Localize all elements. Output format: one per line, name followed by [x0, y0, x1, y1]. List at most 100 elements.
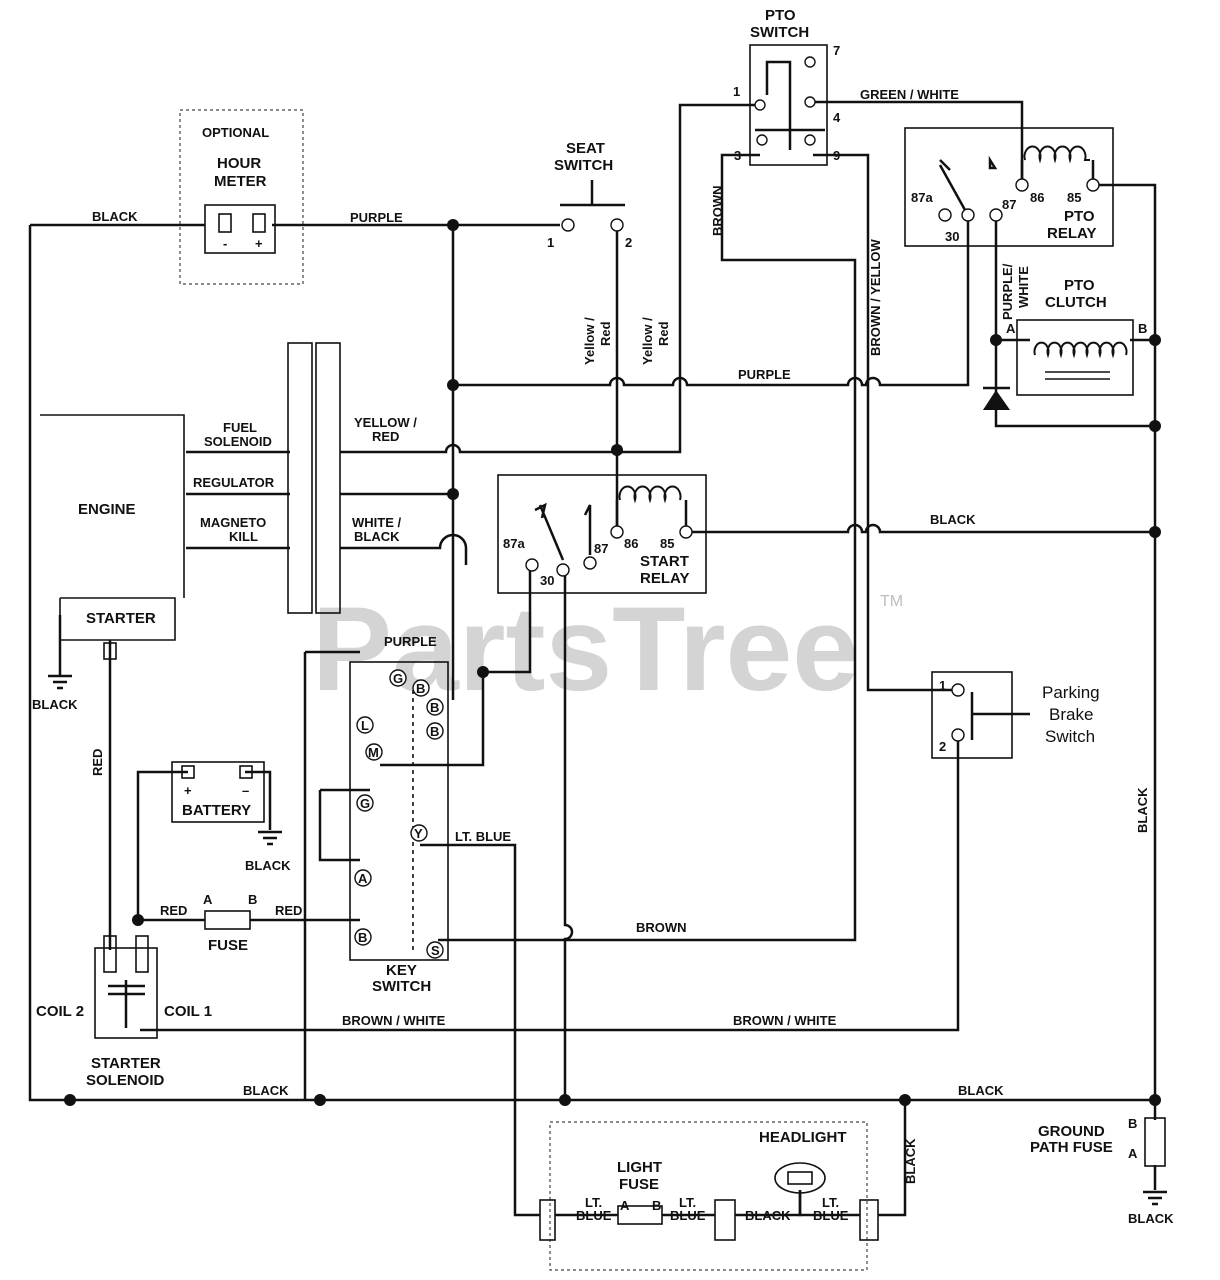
magneto-label: MAGNETO — [200, 515, 266, 530]
pto-relay: 87a 30 87 86 85 PTO RELAY — [904, 127, 1114, 247]
hour-meter-minus: - — [223, 236, 227, 251]
wire-black-top: BLACK — [92, 209, 138, 224]
ground-fuse-b: B — [1128, 1116, 1137, 1131]
key-letter-a: A — [358, 871, 368, 886]
wire-brown-white-2: BROWN / WHITE — [733, 1013, 837, 1028]
start-relay-87: 87 — [594, 541, 608, 556]
pto-clutch: PTO CLUTCH A B — [983, 277, 1147, 410]
wire-lt-blue-3a: LT. — [822, 1195, 839, 1210]
hour-meter: OPTIONAL HOUR METER - + — [179, 109, 304, 285]
wire-red-fuse-a: RED — [160, 903, 187, 918]
pto-switch: PTO SWITCH 7 1 4 3 9 — [733, 7, 841, 166]
wire-yellow-red-2b: Red — [656, 321, 671, 346]
key-switch-title2: SWITCH — [372, 978, 431, 995]
junctions — [64, 219, 1161, 1106]
wire-black-headlight: BLACK — [903, 1138, 918, 1184]
key-letter-b1: B — [416, 681, 425, 696]
wire-yellow-red-2: Yellow / — [640, 317, 655, 365]
wire-red-starter: RED — [90, 749, 105, 776]
wire-black-bottom-1: BLACK — [243, 1083, 289, 1098]
ground-fuse-a: A — [1128, 1146, 1138, 1161]
light-fuse-a: A — [620, 1198, 630, 1213]
starter-solenoid-title2: SOLENOID — [86, 1072, 165, 1089]
wire-purple-mid: PURPLE — [738, 367, 791, 382]
headlight-circuit: HEADLIGHT LIGHT FUSE A B — [539, 1121, 879, 1271]
start-relay-86: 86 — [624, 536, 638, 551]
wire-black-light: BLACK — [745, 1208, 791, 1223]
pto-pin-1: 1 — [733, 84, 740, 99]
fuse-a: A — [203, 892, 213, 907]
key-switch: G B B L B M G Y A B S KEY SWITCH — [349, 661, 449, 995]
pto-relay-title: PTO — [1064, 208, 1095, 225]
ground-fuse-title2: PATH FUSE — [1030, 1139, 1113, 1156]
wire-black-right: BLACK — [1135, 787, 1150, 833]
wire-lt-blue-3b: BLUE — [813, 1208, 849, 1223]
wire-purple-white2: WHITE — [1016, 266, 1031, 308]
wire-black-bottom-2: BLACK — [958, 1083, 1004, 1098]
wire-black-relay: BLACK — [930, 512, 976, 527]
engine-connector — [287, 342, 341, 614]
wire-lt-blue-2a: LT. — [679, 1195, 696, 1210]
pto-relay-30: 30 — [945, 229, 959, 244]
key-letter-m: M — [368, 745, 379, 760]
key-letter-y: Y — [414, 826, 423, 841]
start-relay: 87a 30 87 86 85 START RELAY — [497, 474, 707, 594]
wire-yellow-red-1b: Red — [598, 321, 613, 346]
key-letter-s: S — [431, 943, 440, 958]
pto-pin-9: 9 — [833, 148, 840, 163]
seat-switch-title2: SWITCH — [554, 157, 613, 174]
wire-brown-vert: BROWN — [710, 185, 725, 236]
magneto-label2: KILL — [229, 529, 258, 544]
regulator-label: REGULATOR — [193, 475, 275, 490]
light-fuse-title: LIGHT — [617, 1159, 662, 1176]
parking-line2: Brake — [1049, 705, 1093, 724]
key-letter-g2: G — [360, 796, 370, 811]
seat-switch: SEAT SWITCH 1 2 — [547, 140, 632, 250]
light-fuse-title2: FUSE — [619, 1176, 659, 1193]
start-relay-87a: 87a — [503, 536, 525, 551]
parking-line1: Parking — [1042, 683, 1100, 702]
wire-red-fuse-b: RED — [275, 903, 302, 918]
parking-pin-1: 1 — [939, 678, 946, 693]
coil1-label: COIL 1 — [164, 1003, 212, 1020]
pto-clutch-title: PTO — [1064, 277, 1095, 294]
wire-labels: BLACK PURPLE GREEN / WHITE BROWN BROWN /… — [32, 87, 1174, 1226]
wire-white-black2: BLACK — [354, 529, 400, 544]
parking-pin-2: 2 — [939, 739, 946, 754]
pto-pin-7: 7 — [833, 43, 840, 58]
hour-meter-optional: OPTIONAL — [202, 125, 269, 140]
fuel-solenoid-label: FUEL — [223, 420, 257, 435]
wire-black-ground1: BLACK — [32, 697, 78, 712]
wire-purple-key: PURPLE — [384, 634, 437, 649]
wire-brown-yellow: BROWN / YELLOW — [868, 239, 883, 356]
watermark-trademark: TM — [880, 593, 903, 610]
starter-solenoid: COIL 2 COIL 1 STARTER SOLENOID — [36, 935, 212, 1089]
wire-black-ground-right: BLACK — [1128, 1211, 1174, 1226]
headlight-title: HEADLIGHT — [759, 1129, 847, 1146]
fuse: A B FUSE — [203, 892, 257, 954]
battery: + – BATTERY — [171, 761, 265, 823]
pto-clutch-title2: CLUTCH — [1045, 294, 1107, 311]
light-fuse-b: B — [652, 1198, 661, 1213]
key-switch-title: KEY — [386, 962, 417, 979]
pto-pin-4: 4 — [833, 110, 841, 125]
start-relay-title2: RELAY — [640, 570, 689, 587]
wire-lt-blue: LT. BLUE — [455, 829, 511, 844]
pto-switch-title: PTO — [765, 7, 796, 24]
ground-fuse-title: GROUND — [1038, 1123, 1105, 1140]
ground-path-fuse: B A GROUND PATH FUSE — [1030, 1116, 1166, 1167]
hour-meter-title2: METER — [214, 173, 267, 190]
engine: ENGINE STARTER FUEL SOLENOID REGULATOR M… — [40, 414, 290, 660]
wire-lt-blue-1a: LT. — [585, 1195, 602, 1210]
start-relay-85: 85 — [660, 536, 674, 551]
fuse-b: B — [248, 892, 257, 907]
pto-relay-85: 85 — [1067, 190, 1081, 205]
wire-lt-blue-2b: BLUE — [670, 1208, 706, 1223]
wire-brown-white-1: BROWN / WHITE — [342, 1013, 446, 1028]
starter-title: STARTER — [86, 610, 156, 627]
pto-relay-86: 86 — [1030, 190, 1044, 205]
start-relay-title: START — [640, 553, 689, 570]
seat-pin-2: 2 — [625, 235, 632, 250]
wire-purple-white: PURPLE/ — [1000, 263, 1015, 320]
